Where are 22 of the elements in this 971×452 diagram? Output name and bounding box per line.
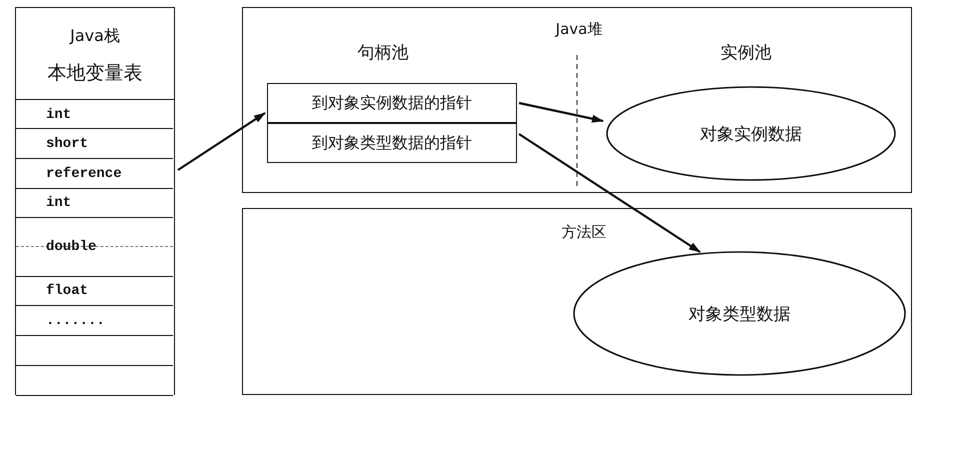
pool-label: 句柄池 <box>358 42 408 64</box>
ellipse-label: 对象类型数据 <box>688 303 790 325</box>
table-cell: reference <box>16 159 173 189</box>
table-cell: ....... <box>16 306 173 336</box>
arrow <box>518 133 701 253</box>
table-cell: float <box>16 277 173 306</box>
region-panel <box>242 7 912 193</box>
arrow <box>177 112 266 171</box>
table-cell: int <box>16 101 173 129</box>
arrow <box>518 102 604 123</box>
table-cell: int <box>16 189 173 218</box>
region-title: 方法区 <box>562 223 606 242</box>
table-title: Java栈 <box>70 26 120 47</box>
table-subtitle: 本地变量表 <box>48 61 142 86</box>
region-title: Java堆 <box>556 20 602 39</box>
pool-label: 实例池 <box>720 42 772 64</box>
ellipse-label: 对象实例数据 <box>700 123 802 145</box>
pointer-row: 到对象类型数据的指针 <box>267 123 517 163</box>
region-panel <box>242 208 912 395</box>
pointer-row: 到对象实例数据的指针 <box>267 83 517 123</box>
table-cell: double <box>16 218 173 277</box>
table-cell: short <box>16 129 173 159</box>
